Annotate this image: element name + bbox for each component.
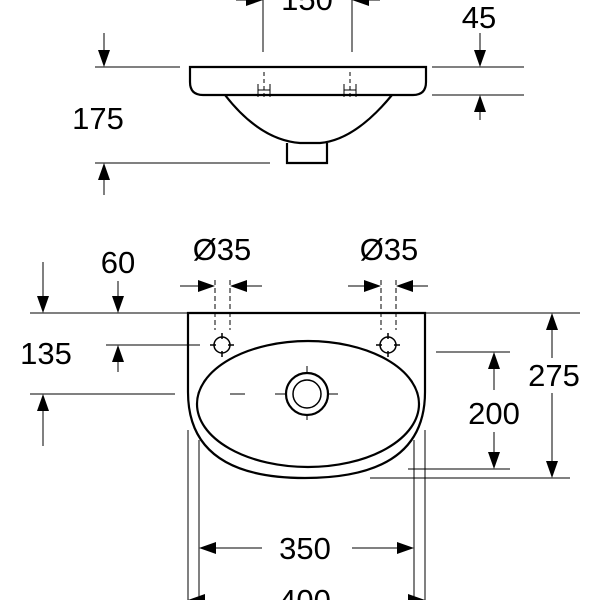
dim-label-dia35-left: Ø35 — [193, 232, 252, 267]
basin-side-outline — [188, 65, 428, 165]
dim-45: 45 — [432, 0, 524, 120]
drain — [230, 366, 338, 420]
dim-275: 275 — [370, 313, 580, 479]
dim-400: 400 — [187, 430, 426, 600]
dim-label-135: 135 — [20, 336, 72, 371]
side-view: 150 175 — [72, 0, 524, 195]
dim-label-150: 150 — [281, 0, 333, 17]
dim-label-dia35-right: Ø35 — [360, 232, 419, 267]
dim-label-275: 275 — [528, 358, 580, 393]
basin-top-outline — [186, 311, 427, 480]
dim-label-45: 45 — [462, 0, 496, 35]
dim-200: 200 — [408, 351, 520, 470]
tap-hole-left — [210, 280, 234, 357]
inner-bowl — [195, 339, 421, 469]
dim-dia35-left: Ø35 — [180, 232, 262, 292]
dim-150: 150 — [236, 0, 380, 52]
dim-60: 60 — [37, 245, 135, 313]
tap-hole-right — [376, 280, 400, 357]
dim-dia35-right: Ø35 — [348, 232, 428, 292]
dim-label-400: 400 — [279, 583, 331, 600]
top-view: Ø35 Ø35 60 135 — [20, 232, 580, 600]
dim-label-175: 175 — [72, 101, 124, 136]
dim-label-60: 60 — [101, 245, 135, 280]
dim-135: 135 — [20, 336, 200, 446]
dim-label-200: 200 — [468, 396, 520, 431]
dim-350: 350 — [198, 440, 415, 600]
dim-label-350: 350 — [279, 531, 331, 566]
dim-175: 175 — [72, 33, 270, 195]
